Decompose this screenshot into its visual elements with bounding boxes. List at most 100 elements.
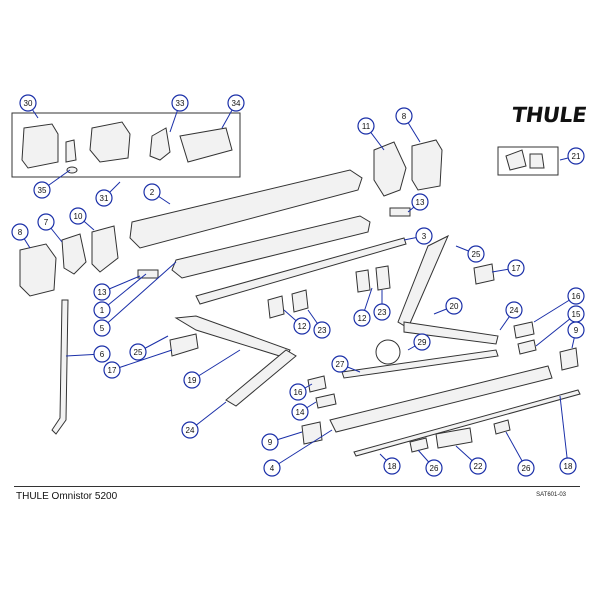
part-14 <box>315 393 337 409</box>
callout-number: 29 <box>418 338 427 347</box>
callout-1: 1 <box>93 301 111 319</box>
callout-circle <box>357 117 375 135</box>
callout-number: 10 <box>74 212 83 221</box>
callout-number: 35 <box>38 186 47 195</box>
callout-circle <box>383 457 401 475</box>
callout-8: 8 <box>395 107 413 125</box>
callout-17: 17 <box>103 361 121 379</box>
callout-circle <box>293 317 311 335</box>
callout-circle <box>69 207 87 225</box>
callout-circle <box>353 309 371 327</box>
end-cap-part-9 <box>301 421 323 445</box>
callout-number: 2 <box>150 188 155 197</box>
part-26-left <box>409 437 429 453</box>
callout-13: 13 <box>93 283 111 301</box>
callout-number: 33 <box>176 99 185 108</box>
callout-circle <box>559 457 577 475</box>
motor-bracket-part <box>89 121 131 163</box>
part-16-left <box>307 375 327 393</box>
callout-number: 12 <box>298 322 307 331</box>
callout-20: 20 <box>445 297 463 315</box>
callout-number: 5 <box>100 324 105 333</box>
callout-circle <box>103 361 121 379</box>
crank-handle-part <box>51 299 69 435</box>
callout-10: 10 <box>69 207 87 225</box>
callout-number: 11 <box>362 122 371 131</box>
callout-number: 19 <box>188 376 197 385</box>
callout-26: 26 <box>517 459 535 477</box>
clip-part-12-right <box>375 265 391 291</box>
callout-34: 34 <box>227 94 245 112</box>
front-rail-part <box>329 365 553 433</box>
callout-29: 29 <box>413 333 431 351</box>
callout-number: 14 <box>296 408 305 417</box>
callout-circle <box>395 107 413 125</box>
callout-circle <box>469 457 487 475</box>
callout-33: 33 <box>171 94 189 112</box>
callout-number: 8 <box>402 112 407 121</box>
leader-line <box>111 349 173 371</box>
callout-circle <box>93 345 111 363</box>
fabric-bar-part <box>195 237 407 305</box>
callout-circle <box>33 181 51 199</box>
callout-circle <box>413 333 431 351</box>
callout-27: 27 <box>331 355 349 373</box>
thule-logo: THULE <box>510 103 588 127</box>
callout-5: 5 <box>93 319 111 337</box>
left-end-cap-part <box>19 243 57 297</box>
leader-line <box>191 349 241 381</box>
callout-number: 17 <box>108 366 117 375</box>
callout-30: 30 <box>19 94 37 112</box>
callout-number: 16 <box>572 292 581 301</box>
callout-24: 24 <box>181 421 199 439</box>
callout-22: 22 <box>469 457 487 475</box>
slide-rail-part <box>341 349 499 379</box>
bolt-part-right <box>389 207 411 217</box>
control-box-part <box>179 127 233 163</box>
callout-number: 24 <box>510 306 519 315</box>
callout-circle <box>171 94 189 112</box>
callout-number: 13 <box>98 288 107 297</box>
callout-24: 24 <box>505 301 523 319</box>
callout-4: 4 <box>263 459 281 477</box>
callout-number: 9 <box>574 326 579 335</box>
callout-number: 3 <box>422 232 427 241</box>
callout-number: 6 <box>100 350 105 359</box>
callout-9: 9 <box>261 433 279 451</box>
small-block-part <box>529 153 545 169</box>
callout-8: 8 <box>11 223 29 241</box>
callout-circle <box>467 245 485 263</box>
callout-number: 31 <box>100 194 109 203</box>
callout-18: 18 <box>559 457 577 475</box>
callout-11: 11 <box>357 117 375 135</box>
left-housing-part <box>91 225 119 273</box>
callout-7: 7 <box>37 213 55 231</box>
callout-19: 19 <box>183 371 201 389</box>
callout-circle <box>261 433 279 451</box>
callout-23: 23 <box>373 303 391 321</box>
clip-part-12 <box>267 295 285 319</box>
callout-circle <box>567 287 585 305</box>
callout-26: 26 <box>425 459 443 477</box>
callout-35: 35 <box>33 181 51 199</box>
gear-housing-part <box>373 141 407 197</box>
canopy-profile-part <box>129 169 363 249</box>
callout-number: 25 <box>472 250 481 259</box>
callout-number: 17 <box>512 264 521 273</box>
callout-16: 16 <box>289 383 307 401</box>
callout-number: 9 <box>268 438 273 447</box>
end-cap-part <box>21 123 59 169</box>
callout-circle <box>373 303 391 321</box>
callout-circle <box>411 193 429 211</box>
callout-number: 16 <box>294 388 303 397</box>
bracket-part-17-right <box>473 263 495 285</box>
callout-number: 25 <box>134 348 143 357</box>
part-16-right <box>513 321 535 339</box>
roller-tube-part <box>171 215 371 279</box>
clip-part <box>65 139 77 163</box>
callout-circle <box>227 94 245 112</box>
leader-line <box>559 395 569 467</box>
right-arm-upper-part <box>397 234 450 329</box>
callout-number: 26 <box>430 464 439 473</box>
